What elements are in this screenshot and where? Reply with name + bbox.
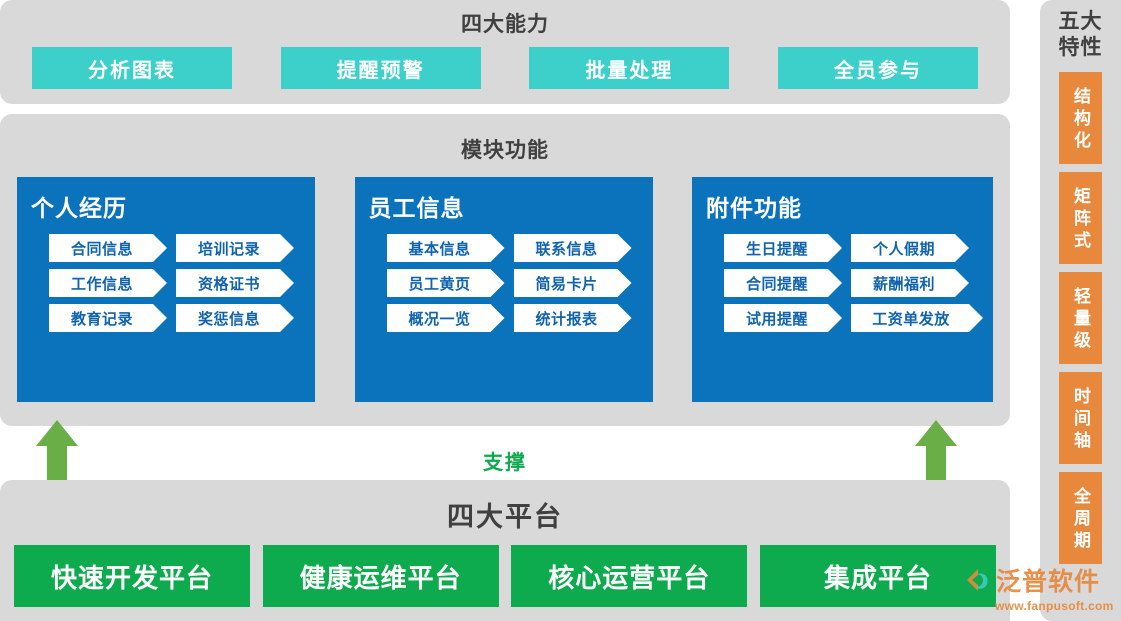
module-tag[interactable]: 生日提醒 (724, 234, 842, 262)
module-tag[interactable]: 联系信息 (514, 234, 632, 262)
capability-button-1[interactable]: 分析图表 (32, 47, 232, 89)
module-tag[interactable]: 薪酬福利 (851, 269, 969, 297)
platform-button-3[interactable]: 核心运营平台 (511, 545, 748, 607)
platform-button-1[interactable]: 快速开发平台 (14, 545, 250, 607)
module-tag[interactable]: 工资单发放 (851, 304, 983, 332)
support-label: 支撑 (483, 452, 527, 474)
module-tag-grid: 生日提醒 个人假期 合同提醒 薪酬福利 试用提醒 工资单发放 (706, 234, 993, 332)
module-tag[interactable]: 合同提醒 (724, 269, 842, 297)
modules-panel: 模块功能 个人经历 合同信息 培训记录 工作信息 资格证书 (0, 114, 1010, 426)
features-list: 结构化 矩阵式 轻量级 时间轴 全周期 (1040, 72, 1121, 564)
module-tag[interactable]: 教育记录 (49, 304, 167, 332)
module-card-personal-experience[interactable]: 个人经历 合同信息 培训记录 工作信息 资格证书 教育记录 奖惩信息 (17, 177, 315, 402)
modules-card-row: 个人经历 合同信息 培训记录 工作信息 资格证书 教育记录 奖惩信息 (0, 164, 1010, 402)
module-tag-row: 合同提醒 薪酬福利 (724, 269, 993, 297)
module-tag-row: 员工黄页 简易卡片 (387, 269, 653, 297)
module-tag-row: 合同信息 培训记录 (49, 234, 315, 262)
module-card-title: 员工信息 (368, 195, 465, 221)
capabilities-button-row: 分析图表 提醒预警 批量处理 全员参与 (0, 38, 1010, 89)
features-title-line2: 特性 (1058, 36, 1103, 59)
features-sidebar-title: 五大 特性 (1040, 0, 1121, 61)
capabilities-panel: 四大能力 分析图表 提醒预警 批量处理 全员参与 (0, 0, 1010, 104)
module-tag[interactable]: 统计报表 (514, 304, 632, 332)
feature-box-lightweight[interactable]: 轻量级 (1059, 272, 1102, 364)
capability-button-3[interactable]: 批量处理 (529, 47, 730, 89)
features-title-line1: 五大 (1058, 10, 1103, 33)
features-sidebar: 五大 特性 结构化 矩阵式 轻量级 时间轴 全周期 (1040, 0, 1121, 621)
module-tag[interactable]: 培训记录 (176, 234, 294, 262)
platforms-title: 四大平台 (447, 502, 563, 532)
capability-button-2[interactable]: 提醒预警 (280, 47, 481, 89)
module-tag[interactable]: 合同信息 (49, 234, 167, 262)
module-tag[interactable]: 简易卡片 (514, 269, 632, 297)
module-tag[interactable]: 试用提醒 (724, 304, 842, 332)
support-area: 支撑 (0, 420, 1010, 486)
feature-box-full-cycle[interactable]: 全周期 (1059, 472, 1102, 564)
feature-box-structured[interactable]: 结构化 (1059, 72, 1102, 164)
platform-button-2[interactable]: 健康运维平台 (262, 545, 499, 607)
module-card-title: 附件功能 (706, 195, 802, 221)
module-tag[interactable]: 工作信息 (49, 269, 167, 297)
module-tag-row: 概况一览 统计报表 (387, 304, 653, 332)
module-tag-row: 基本信息 联系信息 (387, 234, 653, 262)
platform-button-4[interactable]: 集成平台 (759, 545, 996, 607)
module-tag[interactable]: 个人假期 (851, 234, 969, 262)
module-tag-row: 教育记录 奖惩信息 (49, 304, 315, 332)
module-card-employee-info[interactable]: 员工信息 基本信息 联系信息 员工黄页 简易卡片 概况一览 统计报表 (354, 177, 653, 402)
capabilities-title: 四大能力 (461, 13, 549, 36)
modules-title: 模块功能 (461, 139, 549, 162)
platforms-panel: 四大平台 快速开发平台 健康运维平台 核心运营平台 集成平台 (0, 480, 1010, 621)
feature-box-timeline[interactable]: 时间轴 (1059, 372, 1102, 464)
module-card-attachment-features[interactable]: 附件功能 生日提醒 个人假期 合同提醒 薪酬福利 试用提醒 工资单发放 (692, 177, 993, 402)
main-column: 四大能力 分析图表 提醒预警 批量处理 全员参与 模块功能 个人经历 合同信息 … (0, 0, 1010, 621)
module-tag[interactable]: 奖惩信息 (176, 304, 294, 332)
platforms-button-row: 快速开发平台 健康运维平台 核心运营平台 集成平台 (0, 534, 1010, 607)
module-card-title: 个人经历 (31, 195, 127, 221)
feature-box-matrix[interactable]: 矩阵式 (1059, 172, 1102, 264)
module-tag-row: 生日提醒 个人假期 (724, 234, 993, 262)
module-tag[interactable]: 基本信息 (387, 234, 505, 262)
module-tag-grid: 基本信息 联系信息 员工黄页 简易卡片 概况一览 统计报表 (369, 234, 653, 332)
module-tag-grid: 合同信息 培训记录 工作信息 资格证书 教育记录 奖惩信息 (31, 234, 315, 332)
module-tag-row: 工作信息 资格证书 (49, 269, 315, 297)
module-tag[interactable]: 员工黄页 (387, 269, 505, 297)
module-tag[interactable]: 资格证书 (176, 269, 294, 297)
module-tag-row: 试用提醒 工资单发放 (724, 304, 993, 332)
module-tag[interactable]: 概况一览 (387, 304, 505, 332)
capability-button-4[interactable]: 全员参与 (777, 47, 978, 89)
